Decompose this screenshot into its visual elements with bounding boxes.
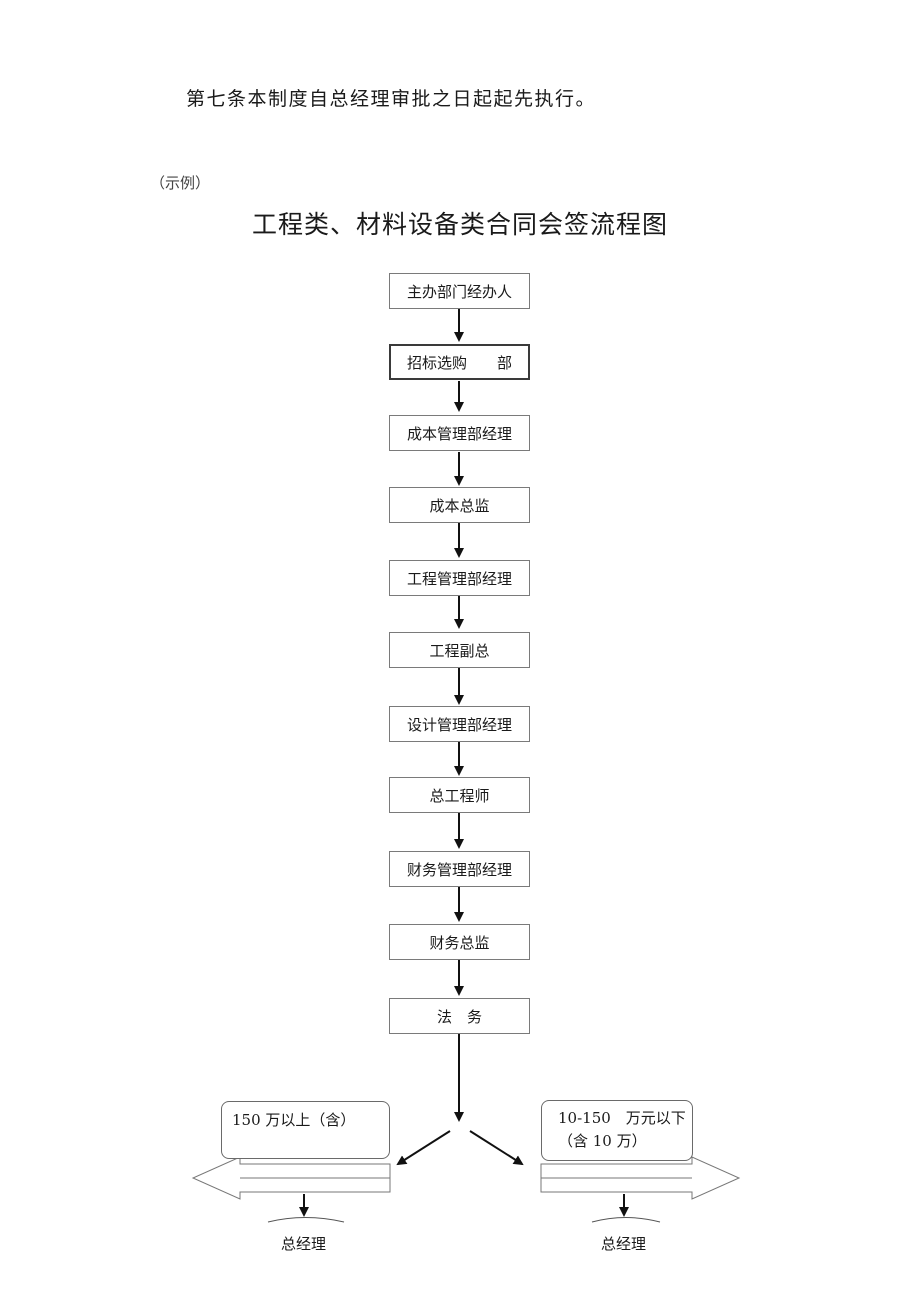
example-label: （示例） (150, 174, 211, 192)
step-engineering-vp: 工程副总 (389, 632, 530, 668)
step-chief-engineer: 总工程师 (389, 777, 530, 813)
step-legal: 法 务 (389, 998, 530, 1034)
step-handler: 主办部门经办人 (389, 273, 530, 309)
step-finance-manager: 财务管理部经理 (389, 851, 530, 887)
left-approver-arc (267, 1217, 345, 1223)
step-engineering-manager: 工程管理部经理 (389, 560, 530, 596)
right-approver-general-manager: 总经理 (601, 1235, 647, 1253)
branch-arrow-right (469, 1130, 524, 1166)
left-condition-box: 150 万以上（含） (221, 1101, 390, 1159)
right-approver-arc (591, 1217, 661, 1223)
step-finance-director: 财务总监 (389, 924, 530, 960)
step-procurement: 招标选购 部 (389, 344, 530, 380)
left-approver-general-manager: 总经理 (281, 1235, 327, 1253)
branch-arrow-left (396, 1130, 451, 1166)
right-condition-box: 10-150 万元以下 （含 10 万） (541, 1100, 693, 1161)
step-cost-manager: 成本管理部经理 (389, 415, 530, 451)
left-condition-text: 150 万以上（含） (232, 1111, 356, 1129)
step-design-manager: 设计管理部经理 (389, 706, 530, 742)
step-cost-director: 成本总监 (389, 487, 530, 523)
article-seven-text: 第七条本制度自总经理审批之日起起先执行。 (186, 88, 597, 110)
right-condition-line2: （含 10 万） (558, 1132, 647, 1150)
right-condition-line1: 10-150 万元以下 (558, 1109, 686, 1127)
flowchart-title: 工程类、材料设备类合同会签流程图 (251, 210, 668, 239)
